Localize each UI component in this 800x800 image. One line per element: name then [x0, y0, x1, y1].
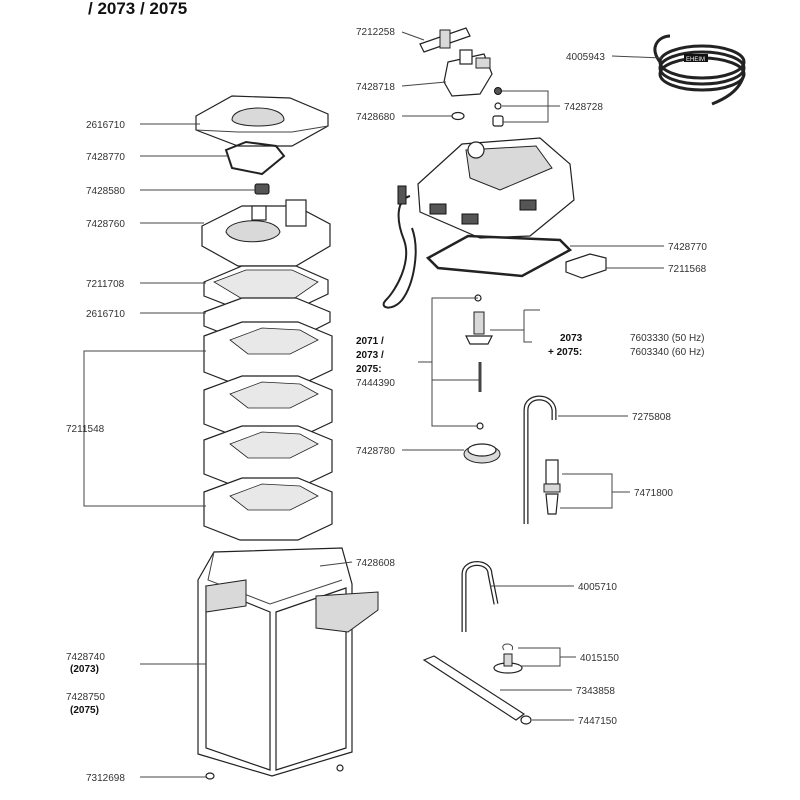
impeller-part: [465, 311, 493, 345]
label-7603330: 7603330 (50 Hz): [630, 333, 705, 344]
lid-cover-part: [195, 95, 329, 147]
label-7428770-pump-gasket: 7428770: [668, 242, 707, 253]
label-7312698: 7312698: [86, 773, 125, 784]
label-7428680: 7428680: [356, 112, 395, 123]
impeller-cover-part: [463, 443, 501, 464]
label-7428740: 7428740: [66, 652, 105, 663]
plug-part: [397, 185, 407, 205]
label-7428770-gasket: 7428770: [86, 152, 125, 163]
label-7428728: 7428728: [564, 102, 603, 113]
hose-brand-text: EHEIM: [686, 57, 705, 63]
label-2075-variant: (2075): [70, 705, 99, 716]
label-7428580: 7428580: [86, 186, 125, 197]
nut-part: [494, 87, 502, 95]
filter-head-part: [201, 199, 331, 267]
label-2073-motor: 2073: [560, 333, 583, 344]
power-cord: [382, 195, 417, 309]
valve-handle-part: [419, 27, 471, 53]
o-ring-part: [451, 111, 465, 121]
suction-cup-part: [493, 643, 523, 674]
hose-coil-part: EHEIM: [653, 34, 746, 106]
label-7211708: 7211708: [86, 279, 125, 290]
label-7444390: 7444390: [356, 378, 395, 389]
pump-head-part: [417, 137, 575, 239]
label-7275808: 7275808: [632, 412, 671, 423]
washer-part: [494, 102, 502, 110]
filter-basket-4: [203, 477, 333, 541]
label-4005943: 4005943: [566, 52, 605, 63]
label-7447150: 7447150: [578, 716, 617, 727]
adapter-part: [443, 49, 493, 97]
label-7471800: 7471800: [634, 488, 673, 499]
label-7428718: 7428718: [356, 82, 395, 93]
end-cap-part: [520, 715, 532, 725]
sleeve-part: [492, 115, 504, 127]
filter-basket-3: [203, 425, 333, 489]
filter-basket-1: [203, 321, 333, 387]
gasket-ring-part: [224, 140, 286, 176]
label-2073: 2073 /: [356, 350, 384, 361]
foot-part: [205, 772, 215, 780]
label-7428608: 7428608: [356, 558, 395, 569]
pump-gasket-part: [425, 234, 573, 278]
small-seal-part: [336, 764, 344, 772]
label-2075: 2075:: [356, 364, 382, 375]
clip-7211568-part: [565, 253, 607, 279]
label-2073-variant: (2073): [70, 664, 99, 675]
label-7603340: 7603340 (60 Hz): [630, 347, 705, 358]
label-4005710: 4005710: [578, 582, 617, 593]
label-7343858: 7343858: [576, 686, 615, 697]
diagram-title: / 2073 / 2075: [88, 0, 187, 18]
canister-body-part: [197, 547, 379, 777]
small-clip-part: [254, 183, 270, 195]
label-2616710-lid: 2616710: [86, 120, 125, 131]
spray-bar-part: [422, 655, 526, 721]
label-4015150: 4015150: [580, 653, 619, 664]
label-7428780: 7428780: [356, 446, 395, 457]
label-7211548: 7211548: [66, 424, 105, 435]
label-7212258: 7212258: [356, 27, 395, 38]
label-7428760: 7428760: [86, 219, 125, 230]
filter-basket-2: [203, 375, 333, 439]
label-7428750: 7428750: [66, 692, 105, 703]
label-2616710-plate: 2616710: [86, 309, 125, 320]
label-2075-motor: + 2075:: [548, 347, 582, 358]
label-2071: 2071 /: [356, 336, 384, 347]
label-7211568: 7211568: [668, 264, 707, 275]
strainer-part: [543, 459, 561, 515]
